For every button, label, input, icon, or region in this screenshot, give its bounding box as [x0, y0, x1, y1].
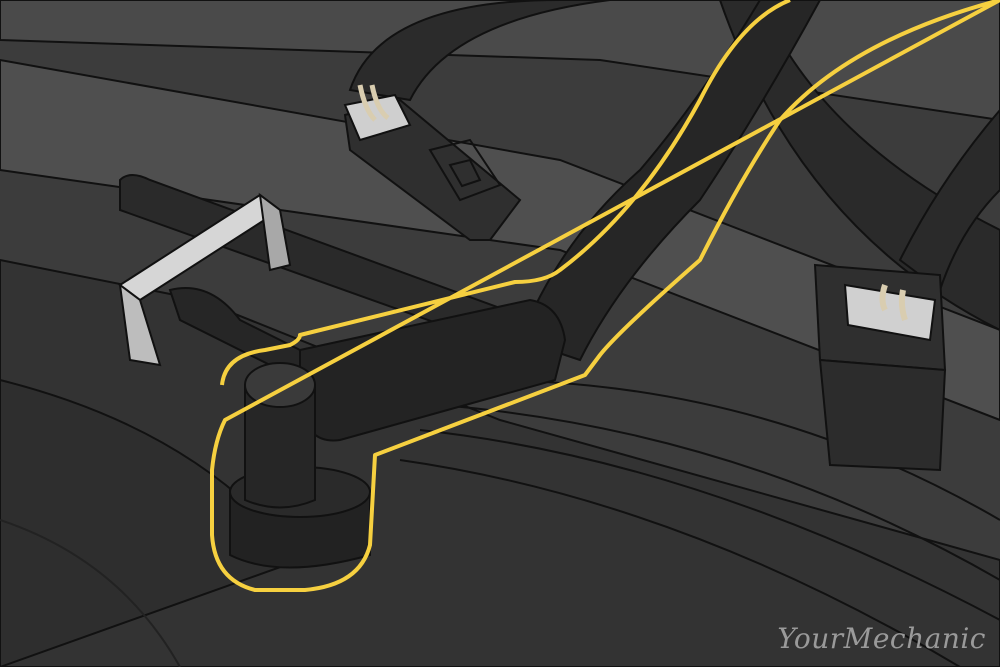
highlight-outline: [210, 0, 1000, 592]
watermark-logo: YourMechanic: [777, 622, 986, 655]
